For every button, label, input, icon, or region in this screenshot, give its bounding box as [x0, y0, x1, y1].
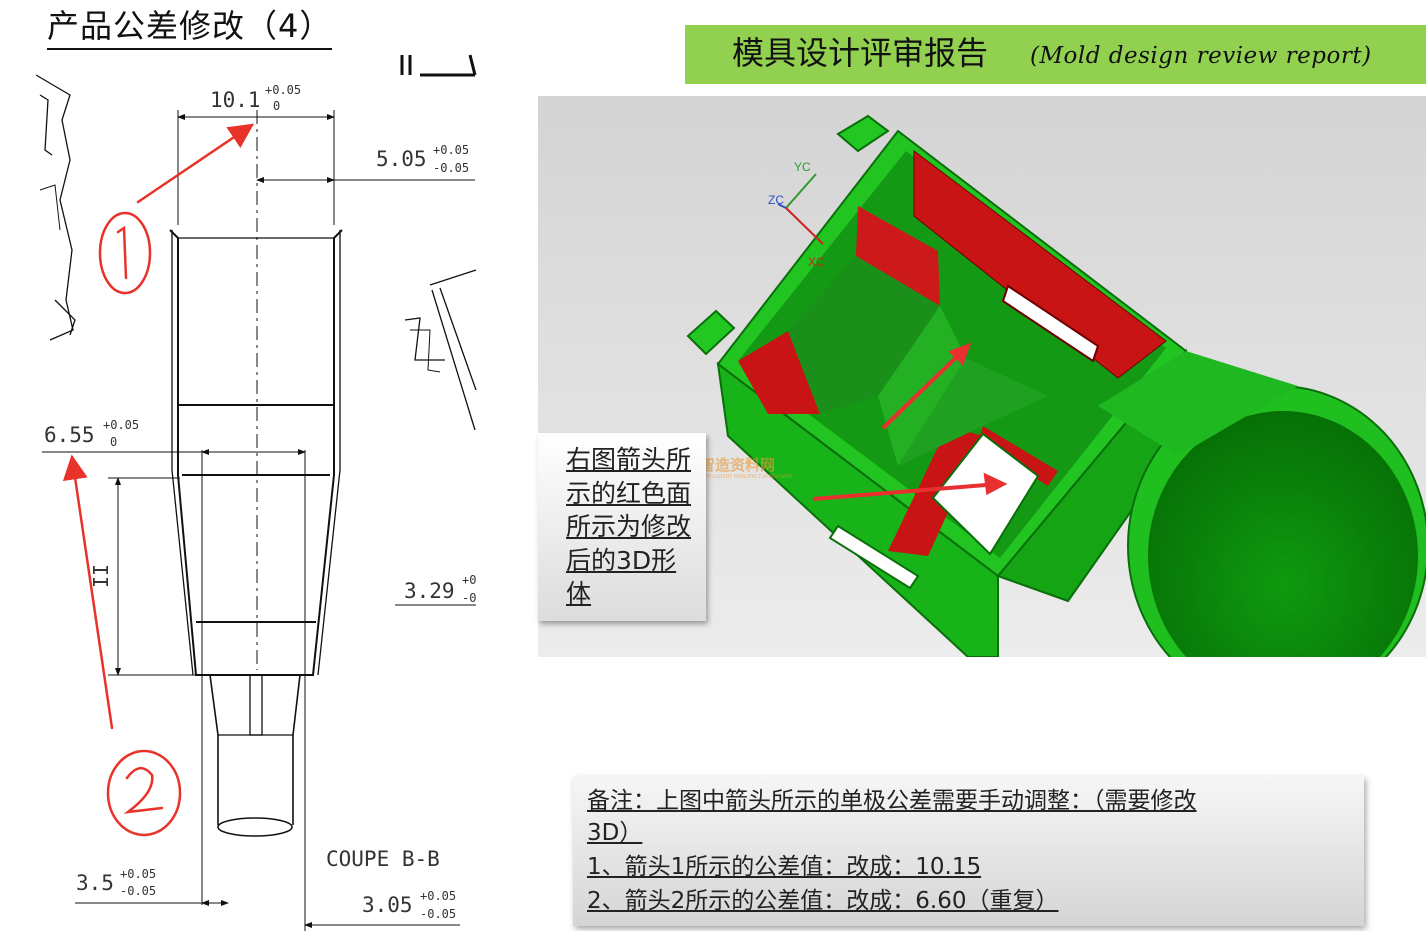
report-title-cn: 模具设计评审报告 — [732, 34, 989, 72]
dim-right-mid-value: 3.29 — [404, 579, 455, 603]
dim-right-upper-value: 5.05 — [376, 147, 427, 171]
dim-right-upper-tol-upper: +0.05 — [433, 143, 469, 157]
note-line-4: 2、箭头2所示的公差值：改成：6.60（重复） — [587, 888, 1059, 914]
dim-left-tol-upper: +0.05 — [103, 418, 139, 432]
annotation-arrow-2 — [62, 454, 114, 730]
dim-right-upper-tol-lower: -0.05 — [433, 161, 469, 175]
note-line-3: 1、箭头1所示的公差值：改成：10.15 — [587, 854, 982, 880]
circle-mark-2 — [106, 749, 182, 837]
dim-left-tol-lower: 0 — [110, 435, 117, 449]
dim-top-tol-upper: +0.05 — [265, 83, 301, 97]
dim-top-tol-lower: 0 — [273, 99, 280, 113]
annotation-arrow-1 — [136, 123, 255, 204]
dim-bottom-left-tol-lower: -0.05 — [120, 884, 156, 898]
dim-right-mid-tol-lower: -0 — [462, 591, 476, 605]
dim-left-value: 6.55 — [44, 423, 95, 447]
handwritten-two — [123, 767, 164, 814]
report-header-banner — [685, 25, 1426, 84]
circle-mark-1 — [98, 211, 152, 295]
dim-bottom-right-tol-upper: +0.05 — [420, 889, 456, 903]
report-title-en: (Mold design review report) — [1030, 43, 1372, 69]
watermark-text-cn: 智造资料网 — [700, 456, 776, 474]
dim-bottom-left-value: 3.5 — [76, 871, 114, 895]
axis-zc-label: ZC — [768, 193, 784, 207]
dim-bottom-right-value: 3.05 — [362, 893, 413, 917]
callout-text: 右图箭头所示的红色面所示为修改后的3D形体 — [566, 445, 692, 608]
notes-box — [573, 776, 1364, 926]
section-label: COUPE B-B — [326, 847, 440, 871]
axis-yc-label: YC — [794, 160, 811, 174]
handwritten-one — [116, 225, 128, 280]
technical-drawing: 10.1 +0.05 0 5.05 +0.05 -0.05 6.55 +0.05… — [35, 54, 477, 931]
dim-right-mid-tol-upper: +0 — [462, 573, 476, 587]
page-title: 产品公差修改（4） — [47, 6, 333, 50]
axis-xc-label: XC — [808, 255, 825, 269]
dim-bottom-left-tol-upper: +0.05 — [120, 867, 156, 881]
dim-top-value: 10.1 — [210, 88, 261, 112]
vertical-dim-mark: II — [89, 564, 113, 588]
dim-bottom-right-tol-lower: -0.05 — [420, 907, 456, 921]
note-line-2: 3D） — [587, 820, 643, 846]
watermark-text-en: INTELLIGENT MANUFACTURING DATA — [700, 474, 793, 480]
callout-box — [538, 433, 706, 621]
note-line-1: 备注：上图中箭头所示的单极公差需要手动调整：（需要修改 — [587, 788, 1197, 814]
